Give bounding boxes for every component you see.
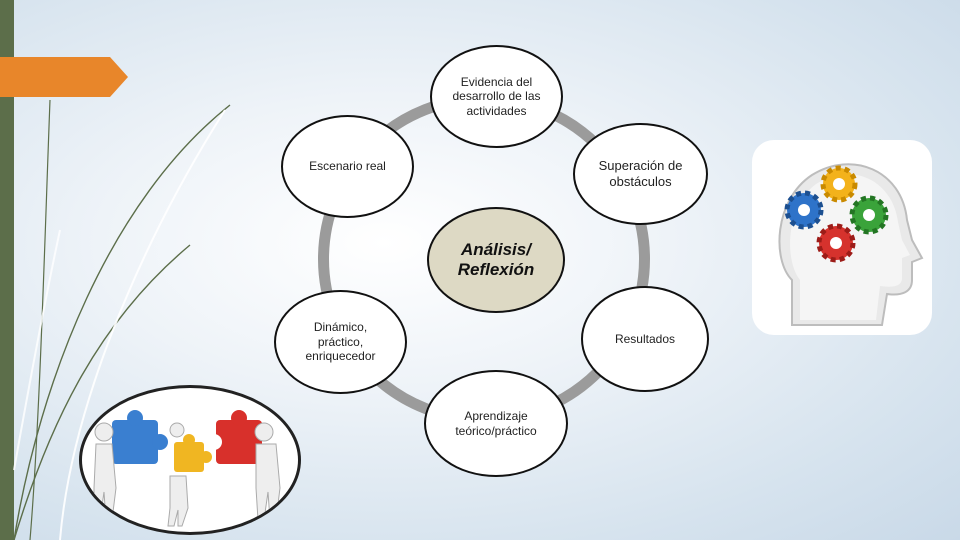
- left-accent-bar: [0, 0, 14, 540]
- node-evidencia-label: Evidencia del desarrollo de las activida…: [452, 74, 541, 118]
- node-aprendizaje: Aprendizaje teórico/práctico: [424, 370, 568, 477]
- center-node: Análisis/ Reflexión: [427, 207, 565, 313]
- head-gears-image: [752, 140, 932, 335]
- node-evidencia: Evidencia del desarrollo de las activida…: [430, 45, 563, 148]
- head-with-gears-icon: [778, 163, 924, 326]
- node-dinamico-label: Dinámico, práctico, enriquecedor: [305, 320, 376, 364]
- node-superacion-label: Superación de obstáculos: [598, 158, 683, 189]
- node-superacion: Superación de obstáculos: [573, 123, 708, 225]
- puzzle-people-image: [79, 385, 301, 535]
- node-aprendizaje-label: Aprendizaje teórico/práctico: [455, 409, 537, 438]
- orange-arrow-tab: [0, 57, 128, 97]
- node-escenario-label: Escenario real: [309, 159, 386, 174]
- people-assembling-puzzle-icon: [93, 410, 281, 527]
- center-label: Análisis/ Reflexión: [457, 239, 535, 279]
- node-dinamico: Dinámico, práctico, enriquecedor: [274, 290, 407, 394]
- node-resultados: Resultados: [581, 286, 709, 392]
- node-escenario: Escenario real: [281, 115, 414, 218]
- node-resultados-label: Resultados: [614, 331, 676, 346]
